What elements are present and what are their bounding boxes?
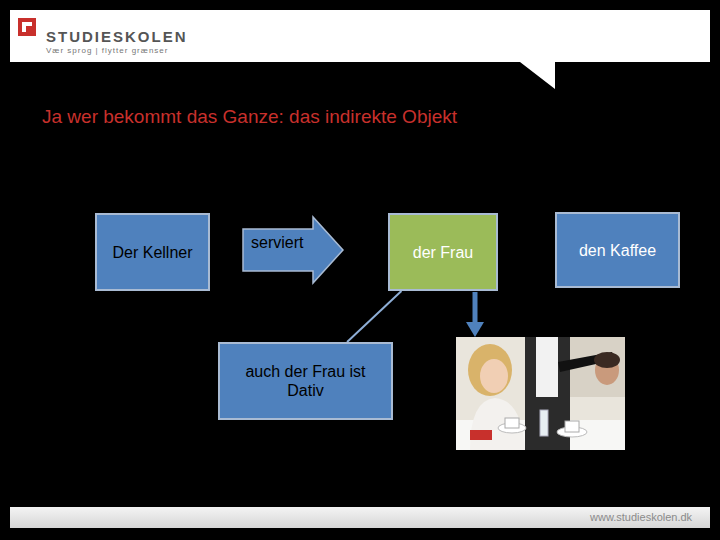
down-arrow: [466, 292, 484, 337]
subject-box: Der Kellner: [95, 213, 210, 291]
header-bar: [10, 10, 710, 89]
object-box: den Kaffee: [555, 212, 680, 288]
logo-icon: [18, 18, 36, 36]
node-text: serviert: [251, 233, 303, 252]
node-text: der Frau: [413, 243, 473, 262]
brand-tagline: Vær sprog | flytter grænser: [46, 46, 168, 55]
node-text: auch der Frau ist Dativ: [236, 362, 376, 400]
brand-name: STUDIESKOLEN: [46, 28, 188, 45]
slide-title: Ja wer bekommt das Ganze: das indirekte …: [42, 106, 457, 128]
cafe-photo: [456, 337, 625, 450]
connector-line: [347, 291, 401, 342]
dative-box: der Frau: [388, 213, 498, 291]
footer-bar: [10, 507, 710, 528]
footer-url: www.studieskolen.dk: [590, 511, 692, 523]
node-text: den Kaffee: [579, 241, 656, 260]
node-text: Der Kellner: [112, 243, 192, 262]
verb-arrow: serviert: [243, 217, 343, 283]
note-box: auch der Frau ist Dativ: [218, 342, 393, 420]
